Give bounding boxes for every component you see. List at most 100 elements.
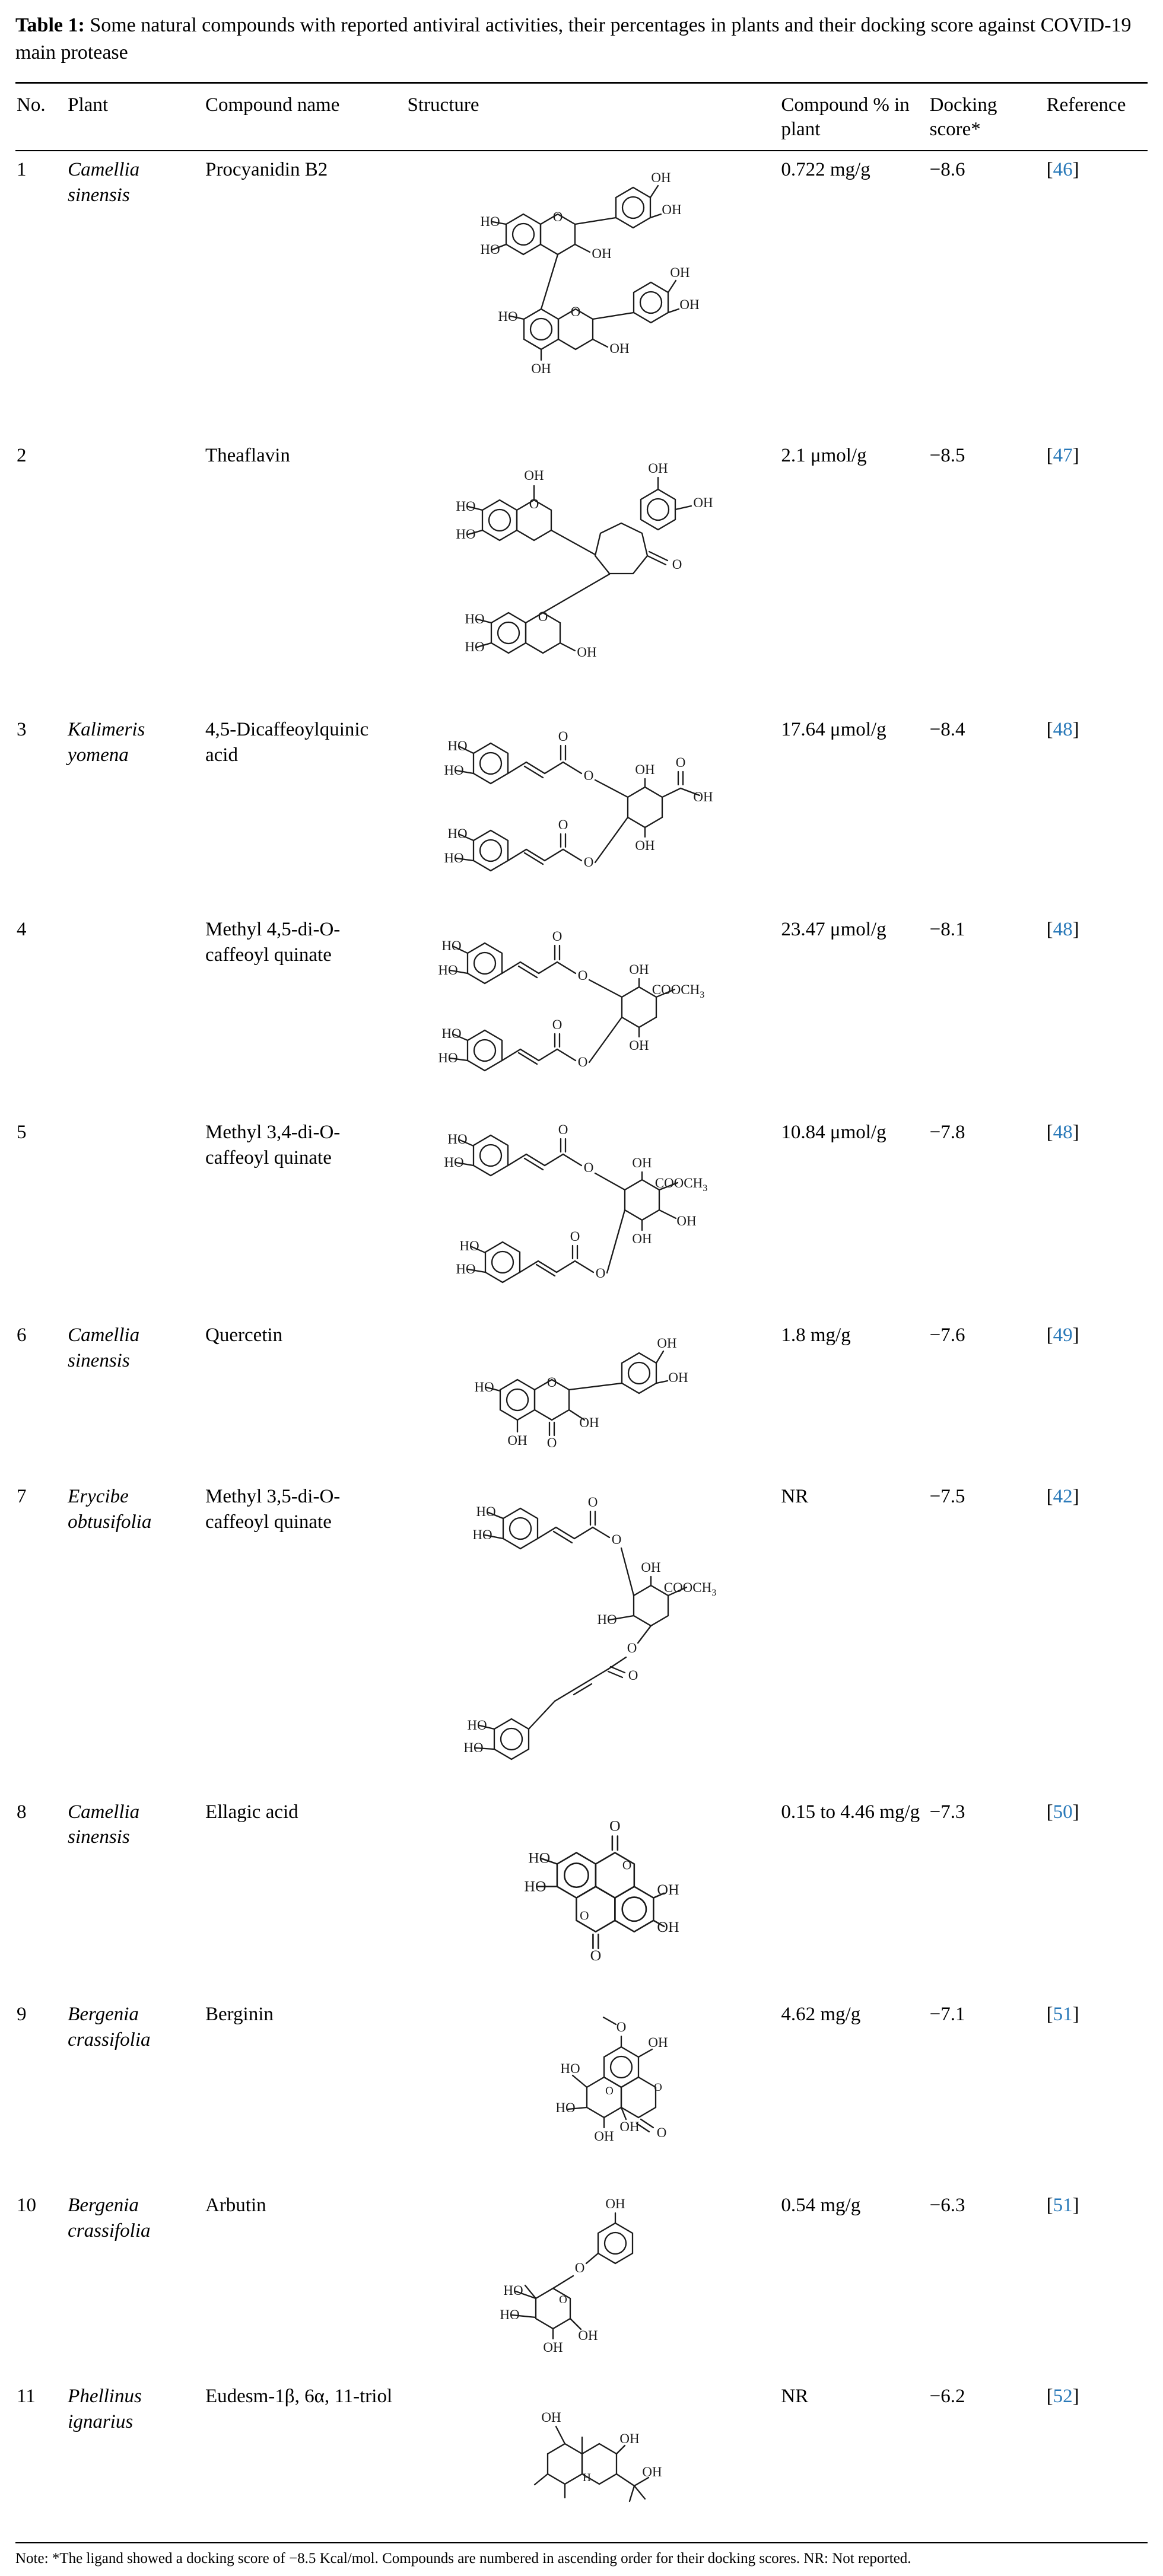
citation-link[interactable]: [51] [1046,2004,1079,2026]
cell-structure: OH O O HO HO OH OH [406,2187,780,2378]
svg-text:OH: OH [694,495,713,510]
cell-compound: Berginin [205,2004,274,2026]
cell-percent: 1.8 mg/g [781,1324,851,1346]
citation-link[interactable]: [46] [1046,159,1079,181]
citation-link[interactable]: [48] [1046,1121,1079,1143]
svg-text:HO: HO [476,1504,496,1519]
svg-text:OH: OH [630,962,649,977]
cell-percent: 10.84 μmol/g [781,1121,886,1143]
cell-structure: O O HO OH OH OH OH [406,1317,780,1478]
svg-text:HO: HO [475,1380,494,1394]
cell-docking: −8.4 [929,719,965,741]
cell-structure: O HO HO OH OH OH O HO OH OH [406,151,780,437]
cell-plant: Camellia sinensis [68,1324,140,1371]
svg-text:HO: HO [442,1026,462,1041]
svg-text:OH: OH [669,1370,688,1385]
cell-docking: −7.3 [929,1801,965,1823]
citation-link[interactable]: [51] [1046,2195,1079,2217]
table-row: 11 Phellinus ignarius Eudesm-1β, 6α, 11-… [15,2378,1148,2544]
svg-text:COOCH3: COOCH3 [655,1176,708,1193]
svg-text:HO: HO [456,499,476,514]
svg-text:HO: HO [465,612,485,626]
svg-text:O: O [606,2085,614,2097]
svg-text:O: O [578,968,588,983]
svg-text:O: O [575,2260,585,2275]
svg-text:OH: OH [649,461,668,476]
cell-no: 2 [17,445,27,467]
cell-compound: 4,5-Dicaffeoylquinic acid [205,719,369,766]
svg-text:OH: OH [657,1918,679,1935]
cell-reference: [48] [1046,711,1148,911]
table-row: 3 Kalimeris yomena 4,5-Dicaffeoylquinic … [15,711,1148,911]
cell-structure: HO HO O O OH O OH OH [406,711,780,911]
citation-link[interactable]: [42] [1046,1485,1079,1507]
cell-structure: O OH O O O HO HO OH OH [406,1996,780,2187]
col-header-percent: Compound % in plant [780,81,929,152]
svg-text:OH: OH [643,2464,662,2479]
svg-text:OH: OH [641,1560,661,1575]
cell-reference: [48] [1046,1114,1148,1317]
svg-text:O: O [622,1858,631,1872]
berginin-structure: O OH O O O HO HO OH OH [556,2017,668,2144]
cell-structure: O O O O HO HO OH OH [406,1794,780,1997]
citation-link[interactable]: [48] [1046,719,1079,741]
svg-text:HO: HO [525,1877,546,1894]
cell-docking: −8.1 [929,918,965,940]
dicaffeoylquinic-acid-structure: HO HO O O OH O OH OH [444,729,713,872]
cell-no: 4 [17,918,27,940]
svg-text:OH: OH [657,1336,677,1351]
svg-text:OH: OH [635,838,655,853]
cell-plant: Kalimeris yomena [68,719,145,766]
cell-plant [66,437,204,711]
theaflavin-structure: O HO HO OH OH OH O O HO [456,461,713,660]
cell-percent: NR [781,1485,809,1507]
svg-text:O: O [590,1946,602,1963]
cell-no: 3 [17,719,27,741]
svg-text:HO: HO [442,938,462,953]
svg-text:O: O [547,1435,557,1450]
cell-structure: HO HO O O OH COOCH3 OH HO [406,911,780,1114]
eudesm-triol-structure: OH H OH OH [534,2410,662,2502]
citation-link[interactable]: [49] [1046,1324,1079,1346]
col-header-structure: Structure [406,81,780,152]
citation-link[interactable]: [52] [1046,2386,1079,2408]
cell-structure: O HO HO OH OH OH O O HO [406,437,780,711]
svg-text:HO: HO [598,1612,617,1627]
cell-no: 7 [17,1485,27,1507]
citation-link[interactable]: [47] [1046,445,1079,467]
cell-reference: [52] [1045,2378,1148,2544]
methyl-35-di-o-caffeoyl-quinate-structure: HO HO O O HO OH COOCH3 O [464,1495,717,1760]
citation-link[interactable]: [50] [1046,1801,1079,1823]
cell-plant: Phellinus ignarius [66,2378,204,2544]
svg-text:OH: OH [633,1231,652,1246]
svg-text:OH: OH [630,1038,649,1053]
header-row: No. Plant Compound name Structure Compou… [15,81,1148,152]
svg-text:O: O [672,557,682,572]
table-row: 10 Bergenia crassifolia Arbutin OH O O H… [15,2187,1148,2378]
table-caption: Table 1: Some natural compounds with rep… [15,12,1148,66]
cell-reference: [42] [1046,1478,1148,1794]
table-row: 8 Camellia sinensis Ellagic acid O O O [15,1794,1148,1997]
svg-text:HO: HO [448,1132,468,1147]
svg-text:O: O [610,1817,621,1834]
cell-reference: [47] [1046,437,1148,711]
table-row: 7 Erycibe obtusifolia Methyl 3,5-di-O-ca… [15,1478,1148,1794]
cell-docking: −7.8 [929,1121,965,1143]
svg-text:OH: OH [592,246,612,261]
svg-text:COOCH3: COOCH3 [664,1580,717,1598]
svg-text:HO: HO [498,309,518,324]
svg-text:HO: HO [481,242,500,257]
col-header-compound: Compound name [204,81,406,152]
cell-plant [66,911,204,1114]
svg-text:OH: OH [677,1214,697,1228]
cell-structure: OH H OH OH [406,2378,780,2544]
svg-text:O: O [676,755,686,770]
cell-no: 10 [17,2195,36,2217]
svg-text:O: O [547,1375,557,1390]
cell-reference: [50] [1046,1794,1148,1997]
cell-no: 6 [17,1324,27,1346]
citation-link[interactable]: [48] [1046,918,1079,940]
cell-compound: Arbutin [205,2195,266,2217]
cell-plant: Camellia sinensis [68,159,140,206]
